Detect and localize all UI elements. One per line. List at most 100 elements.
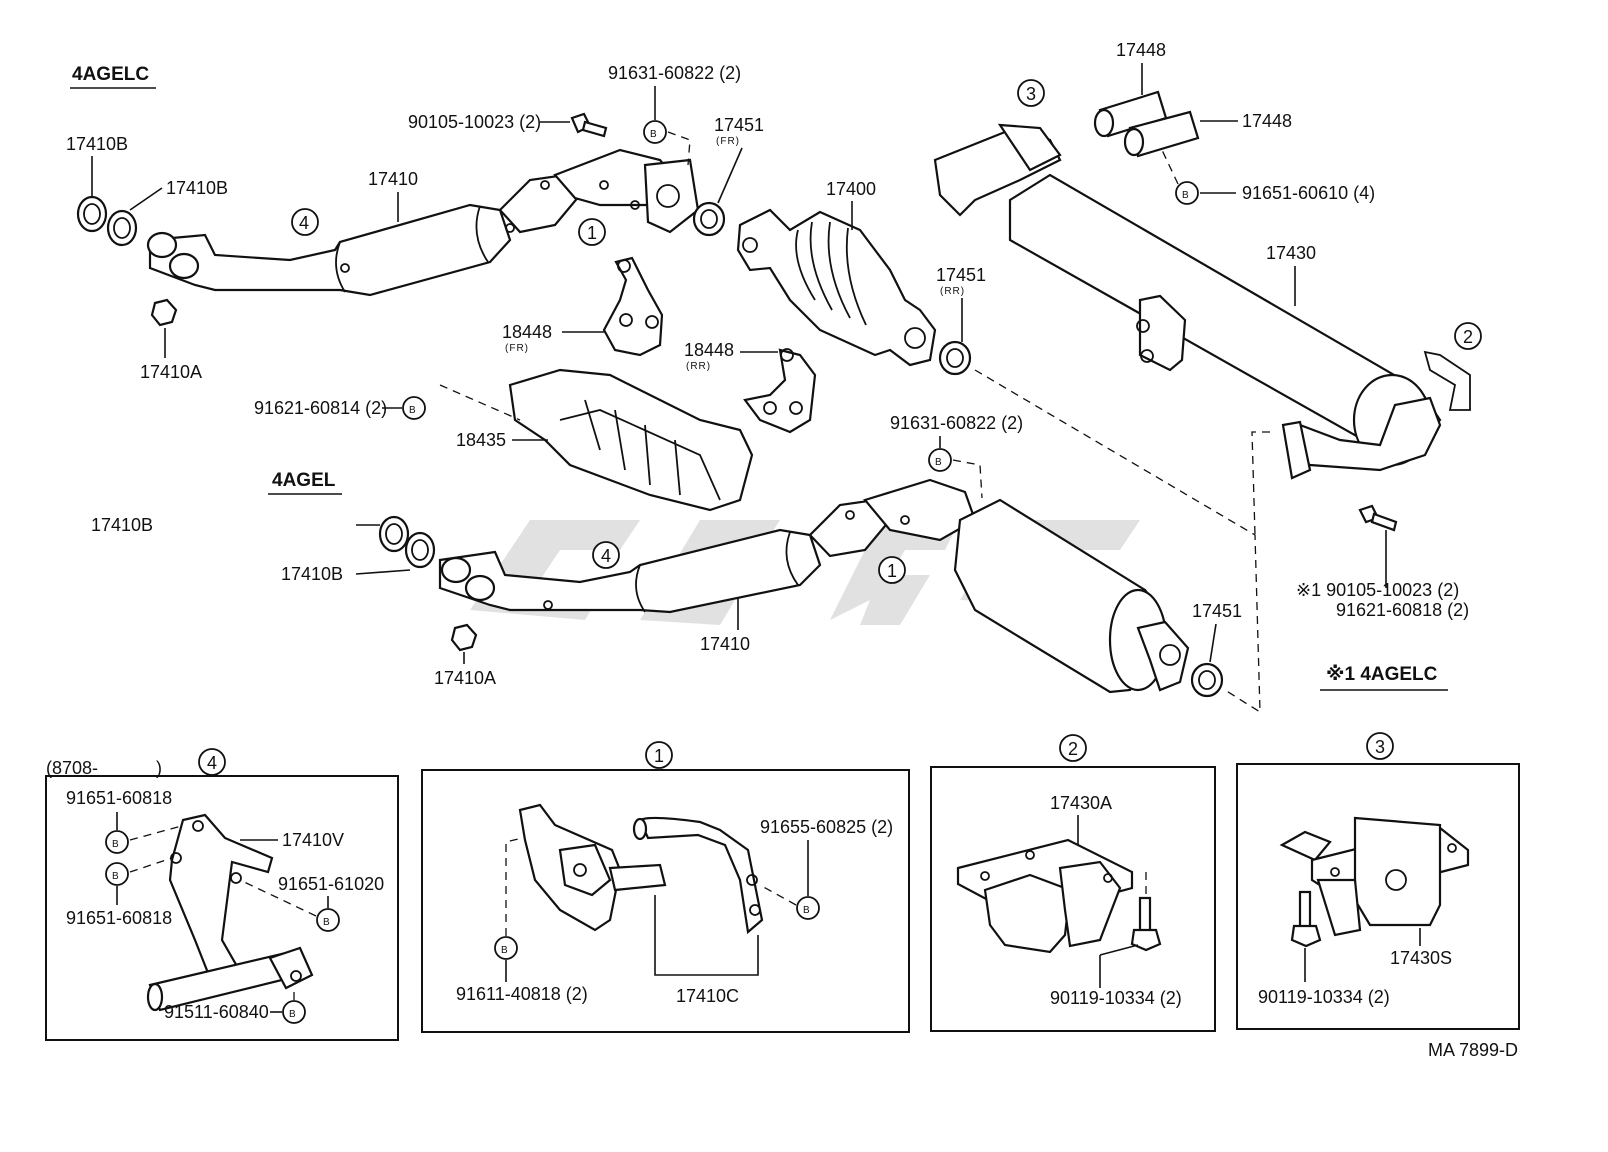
note-90105-10023: ※1 90105-10023 (2) bbox=[1296, 580, 1459, 600]
dashed-reference bbox=[239, 879, 317, 917]
nut-17410a bbox=[150, 298, 178, 327]
part-number-17451: 17451 bbox=[1192, 601, 1242, 621]
part-number-91631-60822: 91631-60822 (2) bbox=[608, 63, 741, 83]
part-number-18448: 18448 bbox=[684, 340, 734, 360]
bolt-marker-b bbox=[105, 862, 129, 886]
detail-panel-2 bbox=[930, 766, 1216, 1032]
tag-18448-fr: (FR) bbox=[505, 343, 529, 354]
bolt-90119-10334 bbox=[1290, 890, 1322, 948]
gasket-hole bbox=[113, 217, 131, 239]
gasket-hole bbox=[83, 203, 101, 225]
callout-number: 4 bbox=[601, 546, 611, 566]
part-number-17448: 17448 bbox=[1116, 40, 1166, 60]
bolt-marker-b bbox=[105, 830, 129, 854]
bolt-letter: B bbox=[803, 905, 811, 916]
callout-2 bbox=[1059, 734, 1087, 762]
part-number-91511-60840: 91511-60840 bbox=[164, 1002, 269, 1022]
part-number-17448: 17448 bbox=[1242, 111, 1292, 131]
leader-line bbox=[129, 187, 163, 211]
callout-number: 4 bbox=[299, 213, 309, 233]
callout-1 bbox=[578, 218, 606, 246]
callout-number: 2 bbox=[1068, 739, 1078, 759]
dashed-reference bbox=[505, 837, 523, 936]
part-number-17410v: 17410V bbox=[282, 830, 344, 850]
note-91621-60818: 91621-60818 (2) bbox=[1336, 600, 1469, 620]
dashed-reference bbox=[129, 824, 186, 841]
tail-pipe-17448 bbox=[1093, 90, 1200, 158]
callout-number: 1 bbox=[654, 746, 664, 766]
callout-4 bbox=[291, 208, 319, 236]
tag-rr: (RR) bbox=[940, 286, 965, 297]
bolt-marker-b bbox=[643, 120, 667, 144]
catalytic-converter-17400 bbox=[736, 208, 937, 367]
detail-panel-4 bbox=[45, 775, 399, 1041]
gasket-hole bbox=[946, 348, 964, 368]
callout-number: 3 bbox=[1375, 737, 1385, 757]
part-number-18448: 18448 bbox=[502, 322, 552, 342]
callout-number: 2 bbox=[1463, 327, 1473, 347]
callout-3 bbox=[1366, 732, 1394, 760]
part-number-17410b: 17410B bbox=[166, 178, 228, 198]
part-number-17451: 17451 bbox=[714, 115, 764, 135]
part-number-17410a: 17410A bbox=[434, 668, 496, 688]
callout-2 bbox=[1454, 322, 1482, 350]
bolt-letter: B bbox=[323, 917, 331, 928]
part-number-90119-10334: 90119-10334 (2) bbox=[1050, 988, 1182, 1008]
callout-1 bbox=[645, 741, 673, 769]
part-number-91621-60814: 91621-60814 (2) bbox=[254, 398, 387, 418]
gasket-hole bbox=[700, 209, 718, 229]
bolt-marker-b bbox=[494, 936, 518, 960]
leader-line bbox=[1209, 623, 1217, 663]
leader-line bbox=[717, 147, 743, 204]
front-pipe-17410 bbox=[146, 148, 700, 297]
bolt-marker-b bbox=[316, 908, 340, 932]
part-number-17410b: 17410B bbox=[281, 564, 343, 584]
callout-number: 3 bbox=[1026, 84, 1036, 104]
part-number-17410: 17410 bbox=[368, 169, 418, 189]
callout-number: 1 bbox=[587, 223, 597, 243]
leader-line bbox=[1099, 944, 1139, 956]
tag-18448-rr: (RR) bbox=[686, 361, 711, 372]
detail-panel-3 bbox=[1236, 763, 1520, 1030]
bolt-letter: B bbox=[650, 129, 658, 140]
bolt-letter: B bbox=[289, 1009, 297, 1020]
part-number-91655-60825: 91655-60825 (2) bbox=[760, 817, 893, 837]
dashed-reference bbox=[129, 857, 173, 873]
part-number-17430s: 17430S bbox=[1390, 948, 1452, 968]
sub-muffler bbox=[953, 498, 1190, 694]
part-number-91651-60610: 91651-60610 (4) bbox=[1242, 183, 1375, 203]
leader-line bbox=[654, 895, 759, 976]
tag-fr: (FR) bbox=[716, 136, 740, 147]
part-number-17430a: 17430A bbox=[1050, 793, 1112, 813]
callout-number: 1 bbox=[887, 561, 897, 581]
callout-4 bbox=[592, 541, 620, 569]
gasket-hole bbox=[1198, 670, 1216, 690]
date-range-start: (8708- bbox=[46, 758, 98, 778]
bolt-letter: B bbox=[501, 945, 509, 956]
bolt-marker-b bbox=[1175, 181, 1199, 205]
dashed-reference bbox=[759, 884, 797, 906]
part-number-17400: 17400 bbox=[826, 179, 876, 199]
part-number-17410c: 17410C bbox=[676, 986, 739, 1006]
part-number-18435: 18435 bbox=[456, 430, 506, 450]
gasket-17410b bbox=[378, 515, 410, 553]
part-number-91611-40818: 91611-40818 (2) bbox=[456, 984, 588, 1004]
dashed-reference bbox=[667, 131, 691, 166]
bracket-17410v bbox=[168, 813, 274, 980]
callout-1 bbox=[878, 556, 906, 584]
bracket-18448-rr bbox=[743, 348, 817, 434]
part-number-90105-10023: 90105-10023 (2) bbox=[408, 112, 541, 132]
date-range-end: ) bbox=[156, 758, 162, 778]
nut-17410a bbox=[450, 623, 478, 652]
bolt-90105-10023 bbox=[1358, 504, 1398, 532]
bolt-letter: B bbox=[1182, 190, 1190, 201]
gasket-17451-fr bbox=[692, 201, 726, 237]
gasket-17410b bbox=[106, 209, 138, 247]
bolt-marker-b bbox=[402, 396, 426, 420]
gasket-hole bbox=[411, 539, 429, 561]
bolt-letter: B bbox=[409, 405, 417, 416]
reference-code: MA 7899-D bbox=[1428, 1040, 1518, 1060]
bolt-letter: B bbox=[112, 839, 120, 850]
gasket-17410b bbox=[76, 195, 108, 233]
